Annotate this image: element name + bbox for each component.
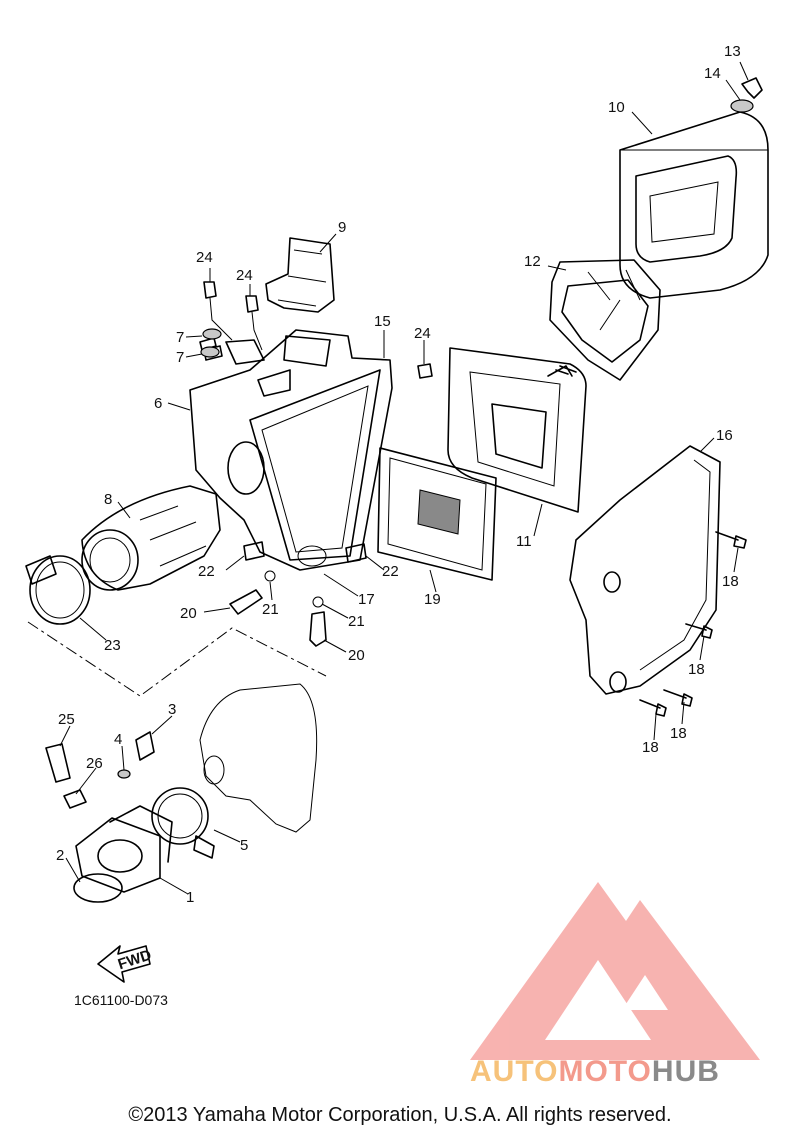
callout-22: 22	[198, 563, 215, 580]
fwd-arrow-icon: FWD	[97, 945, 154, 983]
callout-23: 23	[104, 637, 121, 654]
engine-outline	[199, 683, 318, 833]
callout-12: 12	[524, 253, 541, 270]
callout-24: 24	[236, 267, 253, 284]
copyright-notice: ©2013 Yamaha Motor Corporation, U.S.A. A…	[128, 1104, 672, 1126]
callout-18: 18	[670, 725, 687, 742]
callout-21: 21	[262, 601, 279, 618]
callout-7: 7	[176, 329, 184, 346]
wing-bolt	[730, 77, 763, 113]
callout-11: 11	[516, 533, 532, 550]
air-filter-element	[619, 111, 769, 299]
diagram-code: 1C61100-D073	[74, 992, 168, 1008]
callout-13: 13	[724, 43, 741, 60]
watermark-logo-icon	[470, 882, 760, 1060]
callout-17: 17	[358, 591, 375, 608]
side-cover	[569, 445, 721, 695]
callout-18: 18	[722, 573, 739, 590]
callout-25: 25	[58, 711, 75, 728]
callout-9: 9	[338, 219, 346, 236]
callout-19: 19	[424, 591, 441, 608]
hose-clamp	[25, 555, 91, 625]
callout-24: 24	[196, 249, 213, 266]
filter-screen	[377, 447, 497, 581]
callout-14: 14	[704, 65, 721, 82]
callout-3: 3	[168, 701, 176, 718]
callout-18: 18	[688, 661, 705, 678]
callout-16: 16	[716, 427, 733, 444]
callout-2: 2	[56, 847, 64, 864]
carburetor-joint-group	[45, 731, 215, 903]
screws	[639, 531, 747, 717]
callout-21: 21	[348, 613, 365, 630]
filter-guide-cage	[549, 259, 661, 381]
fwd-label: FWD	[116, 947, 154, 974]
callout-15: 15	[374, 313, 391, 330]
drain-hardware	[229, 541, 367, 647]
callout-24: 24	[414, 325, 431, 342]
filter-frame	[447, 347, 587, 513]
callout-1: 1	[186, 889, 194, 906]
callout-20: 20	[348, 647, 365, 664]
callout-8: 8	[104, 491, 112, 508]
air-filter-case	[189, 329, 393, 571]
bolts-and-nuts	[200, 281, 433, 379]
assembly-guide-line	[27, 621, 327, 697]
watermark-part-moto: MOTO	[558, 1055, 652, 1088]
callout-26: 26	[86, 755, 103, 772]
callout-22: 22	[382, 563, 399, 580]
watermark-part-hub: HUB	[651, 1055, 720, 1088]
callout-4: 4	[114, 731, 122, 748]
callout-7: 7	[176, 349, 184, 366]
callout-6: 6	[154, 395, 162, 412]
watermark-text: AUTOMOTOHUB	[470, 1055, 720, 1089]
callout-20: 20	[180, 605, 197, 622]
callout-labels: 13 14 10 9 12 24 24 24 15 7 7 6 16 8 11 …	[56, 43, 741, 906]
callout-5: 5	[240, 837, 248, 854]
watermark-part-auto: AUTO	[470, 1055, 559, 1088]
callout-10: 10	[608, 99, 625, 116]
callout-18: 18	[642, 739, 659, 756]
leader-lines	[59, 61, 749, 895]
intake-boot	[81, 485, 221, 591]
air-intake-snorkel	[265, 237, 335, 313]
